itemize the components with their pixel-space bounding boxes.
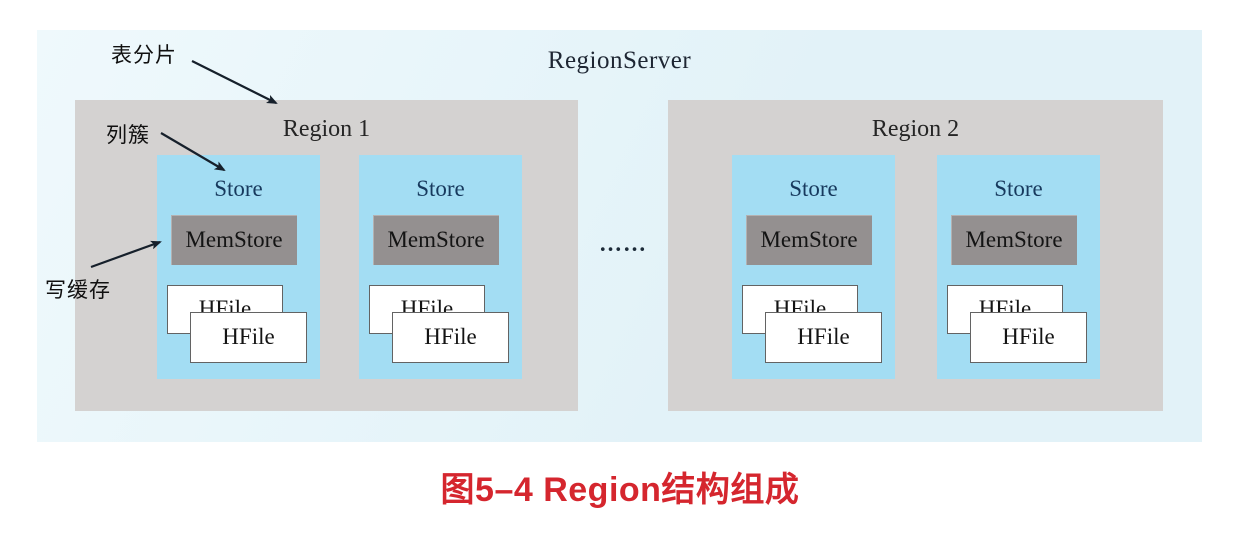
- hfile-box: HFile: [190, 312, 307, 363]
- store-title: Store: [214, 176, 263, 201]
- store-title: Store: [789, 176, 838, 201]
- region-2-store-2-box: Store MemStore HFile HFile: [937, 155, 1100, 379]
- region-1-store-1-box: Store MemStore HFile HFile: [157, 155, 320, 379]
- region-2-box: Region 2 Store MemStore HFile HFile Stor…: [668, 100, 1163, 411]
- hfile-box: HFile: [970, 312, 1087, 363]
- hfile-box: HFile: [392, 312, 509, 363]
- region-1-store-2-box: Store MemStore HFile HFile: [359, 155, 522, 379]
- region-1-box: Region 1 Store MemStore HFile HFile Stor…: [75, 100, 578, 411]
- annotation-write-cache: 写缓存: [45, 278, 111, 302]
- region-2-title: Region 2: [871, 116, 960, 142]
- memstore-box: MemStore: [171, 215, 297, 265]
- store-title: Store: [994, 176, 1043, 201]
- region-2-store-1-box: Store MemStore HFile HFile: [732, 155, 895, 379]
- annotation-table-shard: 表分片: [111, 43, 177, 67]
- regionserver-title: RegionServer: [547, 47, 692, 74]
- ellipsis-between-regions: ……: [599, 231, 647, 256]
- region-1-title: Region 1: [282, 116, 371, 142]
- hfile-box: HFile: [765, 312, 882, 363]
- memstore-box: MemStore: [373, 215, 499, 265]
- memstore-box: MemStore: [951, 215, 1077, 265]
- annotation-column-family: 列簇: [106, 123, 150, 147]
- figure-caption: 图5–4 Region结构组成: [440, 471, 800, 509]
- memstore-box: MemStore: [746, 215, 872, 265]
- store-title: Store: [416, 176, 465, 201]
- regionserver-box: RegionServer Region 1 Store MemStore HFi…: [37, 30, 1202, 442]
